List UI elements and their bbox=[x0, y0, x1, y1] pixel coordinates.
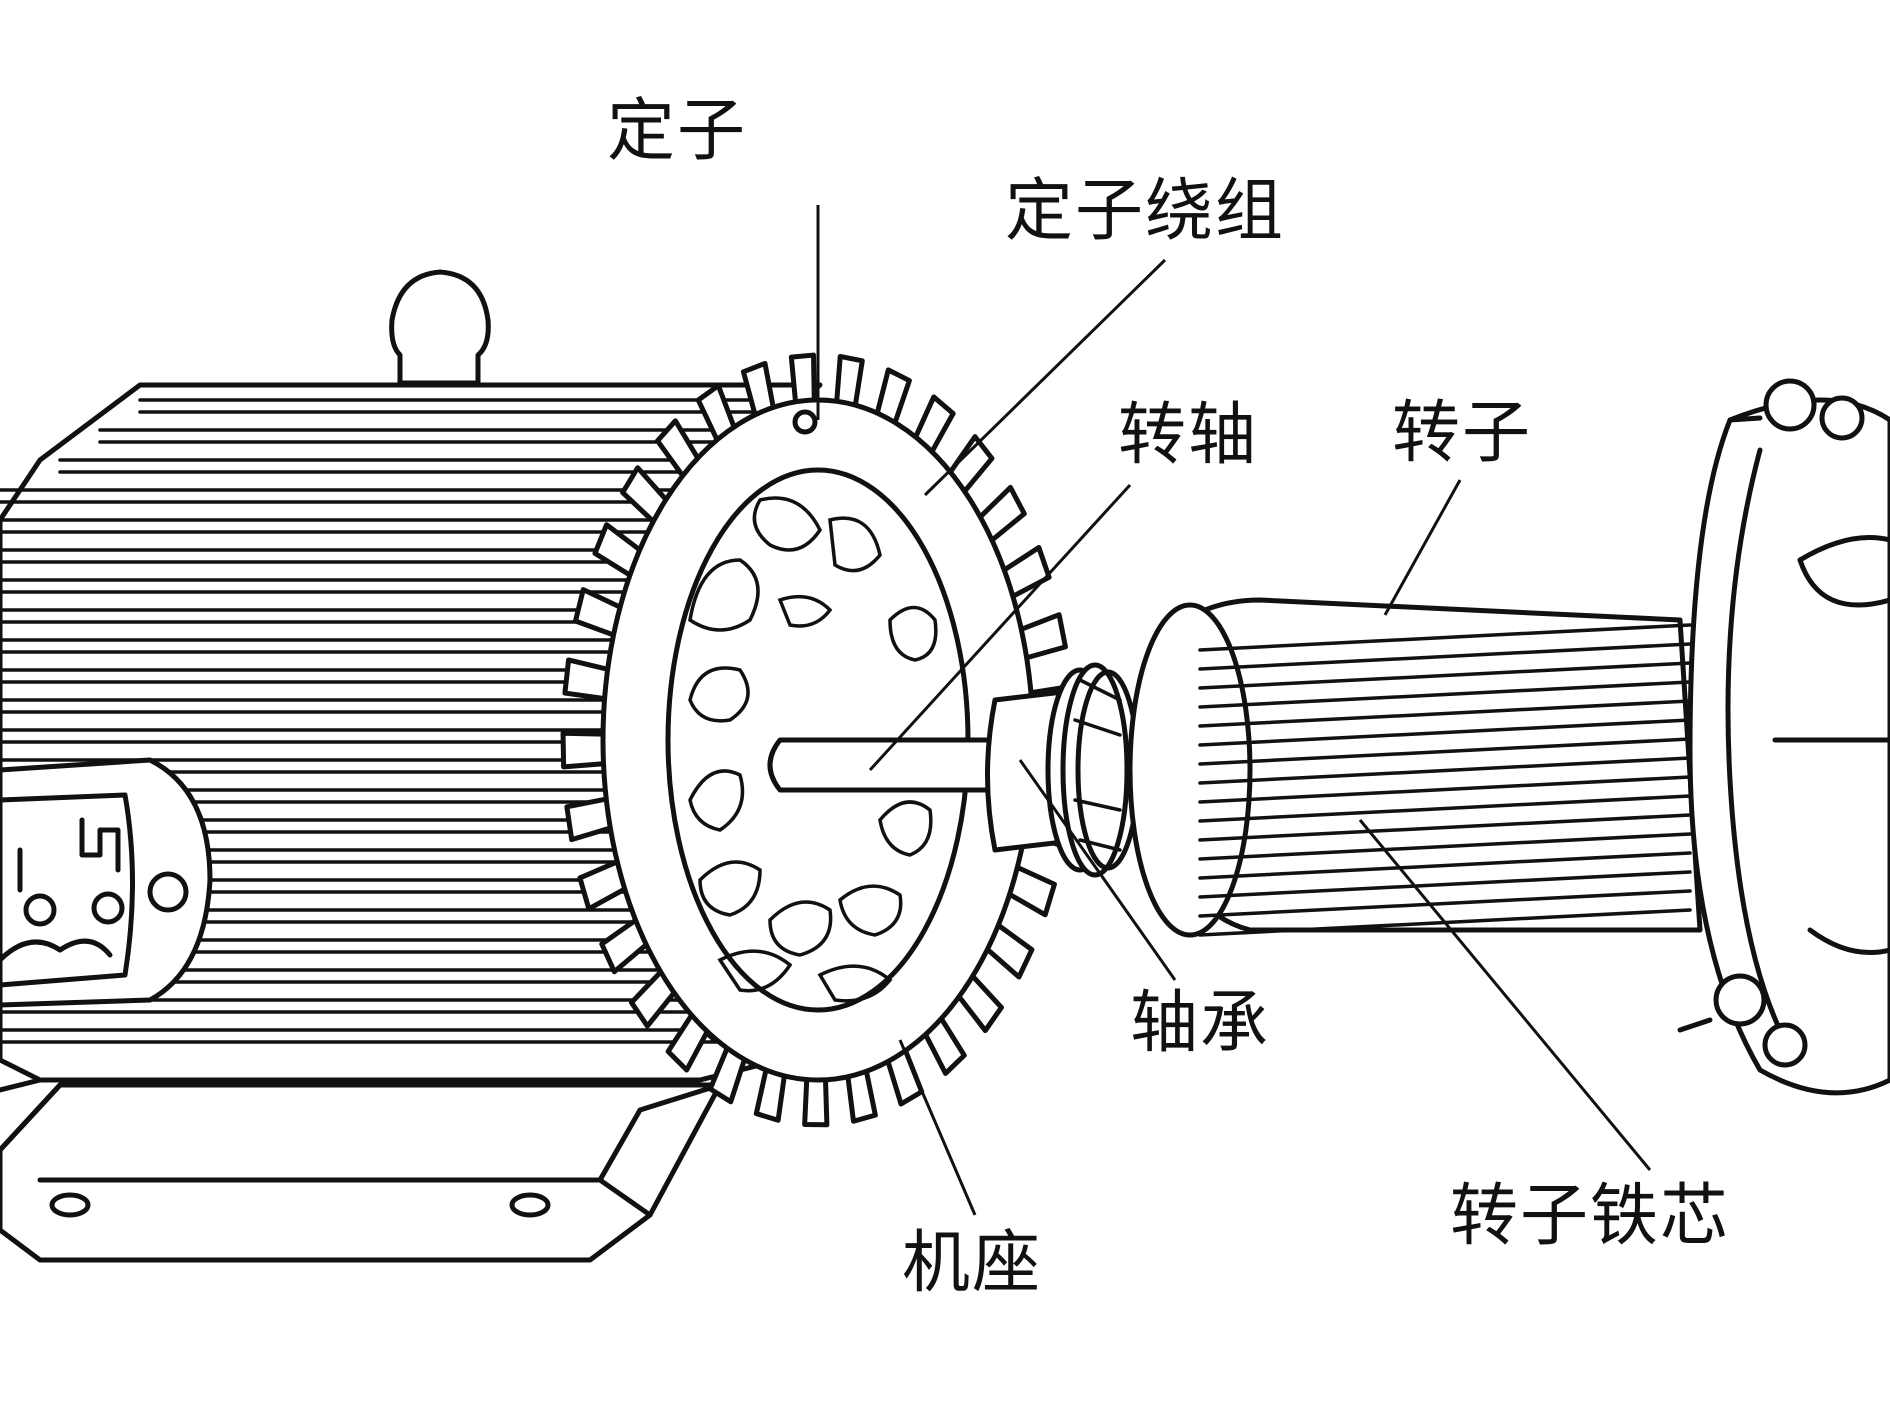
radial-fin bbox=[665, 1012, 710, 1073]
label-frame: 机座 bbox=[902, 1224, 1043, 1303]
radial-fin bbox=[629, 969, 677, 1029]
bearing bbox=[1045, 662, 1141, 878]
stator-winding-coils bbox=[688, 496, 938, 1003]
rotor-bar bbox=[1198, 851, 1692, 880]
radial-fin bbox=[753, 1067, 787, 1123]
radial-fin bbox=[572, 587, 623, 638]
rotor-bar bbox=[1198, 794, 1692, 823]
radial-fin bbox=[802, 1077, 830, 1128]
leader-rotor bbox=[1383, 479, 1462, 616]
rotor-bar bbox=[1198, 870, 1692, 899]
end-shield bbox=[1677, 378, 1890, 1096]
rotor-bars bbox=[1198, 623, 1692, 937]
terminal-box bbox=[0, 757, 213, 1008]
rotor-bar bbox=[1198, 775, 1692, 804]
leader-rotor-core bbox=[1358, 819, 1652, 1171]
radial-fin bbox=[984, 922, 1035, 980]
leader-bearing bbox=[1018, 759, 1177, 981]
radial-fin bbox=[562, 657, 611, 702]
radial-fin bbox=[560, 730, 607, 770]
radial-fin bbox=[577, 859, 628, 912]
rotor-bar bbox=[1198, 718, 1692, 747]
rotor-bar bbox=[1198, 813, 1692, 842]
leader-shaft bbox=[868, 483, 1132, 772]
radial-fin bbox=[1001, 545, 1052, 599]
radial-fin bbox=[740, 360, 776, 418]
radial-fin bbox=[695, 383, 737, 443]
label-shaft: 转轴 bbox=[1118, 396, 1259, 475]
radial-fin bbox=[874, 367, 912, 426]
radial-fin bbox=[977, 484, 1027, 543]
base-plate bbox=[0, 1077, 723, 1263]
rotor-bar bbox=[1198, 623, 1692, 652]
radial-fin bbox=[834, 353, 865, 408]
rotor-bar bbox=[1198, 642, 1692, 671]
radial-fin bbox=[1007, 864, 1057, 918]
label-rotor: 转子 bbox=[1392, 394, 1533, 473]
end-shield-bolts bbox=[1677, 378, 1865, 1068]
rotor-bar bbox=[1198, 680, 1692, 709]
rotor-bar bbox=[1198, 699, 1692, 728]
radial-fin bbox=[947, 434, 995, 494]
leader-frame bbox=[898, 1039, 977, 1216]
leader-stator-winding bbox=[923, 258, 1167, 497]
label-rotor-core: 转子铁芯 bbox=[1450, 1177, 1731, 1256]
rotor-bar bbox=[1198, 756, 1692, 785]
radial-fin bbox=[788, 352, 817, 405]
label-stator-winding: 定子绕组 bbox=[1005, 172, 1286, 251]
radial-fin bbox=[913, 394, 956, 455]
rotor-core bbox=[1127, 597, 1703, 938]
radial-fin bbox=[707, 1045, 747, 1105]
radial-fin bbox=[599, 917, 649, 975]
leader-lines bbox=[816, 205, 1652, 1216]
label-bearing: 轴承 bbox=[1130, 984, 1271, 1063]
lifting-eye bbox=[389, 269, 491, 386]
radial-fin bbox=[620, 465, 669, 524]
radial-fin bbox=[845, 1068, 878, 1124]
radial-fin bbox=[592, 522, 643, 578]
radial-fins bbox=[560, 352, 1076, 1128]
radial-fin bbox=[923, 1016, 967, 1076]
radial-fin bbox=[956, 973, 1004, 1034]
radial-fin bbox=[655, 418, 701, 479]
radial-fin bbox=[564, 796, 613, 843]
rotor-bar bbox=[1198, 832, 1692, 861]
radial-fin bbox=[1018, 612, 1068, 661]
rotor-bar bbox=[1198, 737, 1692, 766]
rotor-bar bbox=[1198, 889, 1692, 918]
label-stator: 定子 bbox=[607, 92, 748, 171]
rotor-bar bbox=[1198, 661, 1692, 690]
